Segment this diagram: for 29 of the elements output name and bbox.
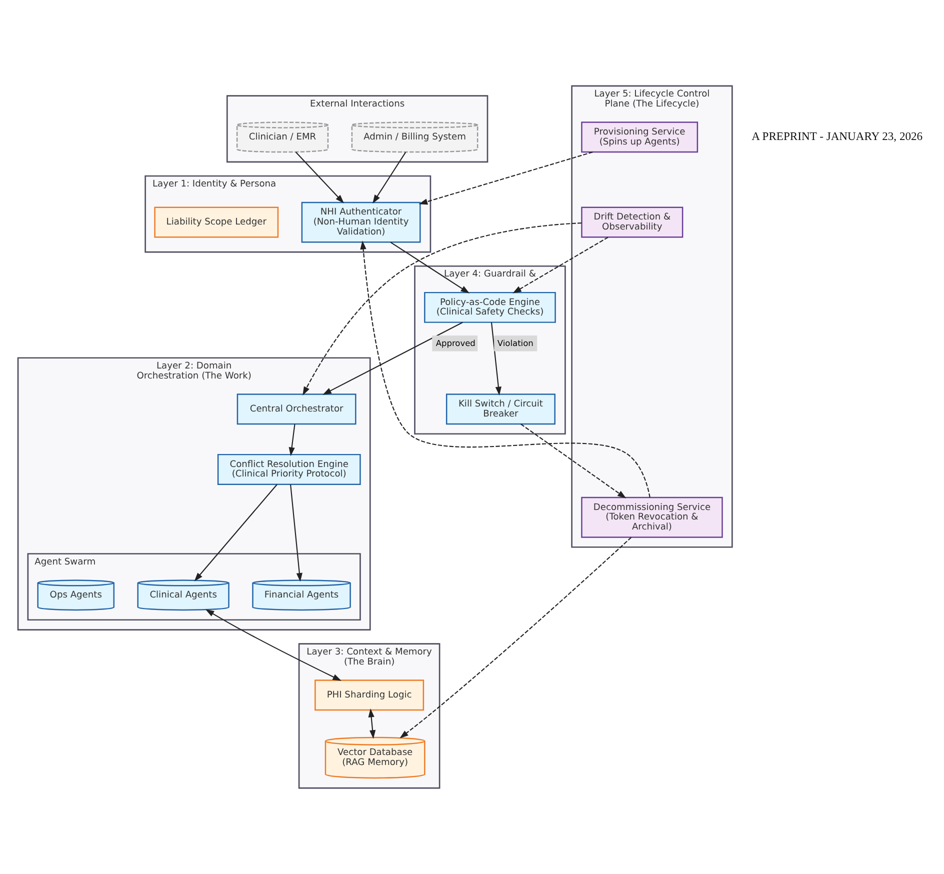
arrow <box>390 242 470 294</box>
arrow <box>418 152 593 205</box>
node-box: Drift Detection & Observability <box>581 206 684 238</box>
node-box: Central Orchestrator <box>236 394 356 425</box>
arrow <box>372 152 406 204</box>
node-box: PHI Sharding Logic <box>314 680 424 711</box>
node-box: NHI Authenticator (Non-Human Identity Validation) <box>301 202 421 243</box>
node-box: Decommissioning Service (Token Revocation & Archival) <box>581 496 723 538</box>
arrow <box>322 322 463 395</box>
node-box: Policy-as-Code Engine (Clinical Safety Checks) <box>424 292 556 323</box>
node-box: Provisioning Service (Spins up Agents) <box>581 122 698 153</box>
arrow <box>360 240 650 498</box>
arrow <box>490 322 502 396</box>
arrow <box>288 424 296 456</box>
node-box: Kill Switch / Circuit Breaker <box>446 394 556 425</box>
label: A PREPRINT - JANUARY 23, 2026 <box>752 130 923 144</box>
arrow <box>520 424 626 498</box>
node-box: Conflict Resolution Engine (Clinical Priority Protocol) <box>217 454 361 485</box>
edge-label: Violation <box>497 338 534 348</box>
node-box: Liability Scope Ledger <box>154 206 279 238</box>
edge-label: Approved <box>436 338 476 348</box>
arrow <box>512 236 608 294</box>
arrow <box>400 537 632 738</box>
arrow <box>205 609 342 681</box>
arrow <box>302 222 582 396</box>
arrow <box>295 152 344 204</box>
arrow <box>290 484 302 582</box>
arrow <box>368 708 376 739</box>
arrow <box>194 484 278 582</box>
